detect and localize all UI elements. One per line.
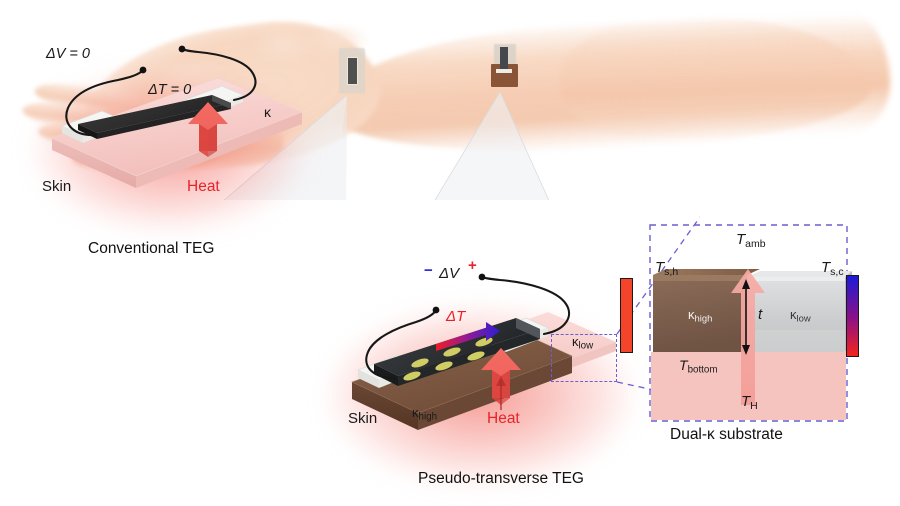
delta-t-label: ΔT [446,308,466,325]
kappa-low-symbol: κ [572,334,579,349]
kappa-high-label: κhigh [688,307,712,325]
kappa-high-symbol: κ [688,307,695,322]
t-sc-symbol: T [821,259,831,276]
panel-conventional-teg: ΔV = 0 ΔT = 0 κ Skin Heat Conventional T… [0,0,330,276]
hot-colorbar [620,278,633,353]
t-sh-symbol: T [655,259,665,276]
kappa-high-label: κhigh [412,404,437,423]
t-bottom-symbol: T [679,357,688,373]
t-bottom-subscript: bottom [687,364,718,376]
panel-pseudo-transverse-teg: ΔV − + ΔT κlow κhigh Skin Heat Pseudo-tr… [300,230,640,506]
t-h-subscript: H [750,399,758,412]
panel-caption-pseudo: Pseudo-transverse TEG [418,470,584,487]
t-amb-symbol: T [736,231,746,248]
heat-label: Heat [187,178,220,195]
patch-device-body [347,57,358,85]
delta-v-label: ΔV = 0 [46,46,90,62]
t-sc-subscript: s,c [830,265,844,278]
plus-sign-label: + [468,257,477,274]
zoom-source-box [551,334,617,382]
t-sh-subscript: s,h [664,265,679,278]
kappa-label: κ [264,104,271,120]
kappa-low-subscript: low [578,340,594,352]
minus-sign-label: − [424,262,433,279]
panel-caption-conventional: Conventional TEG [88,240,215,257]
dual-kappa-drawing [649,224,852,422]
thickness-label: t [758,306,763,323]
pseudo-teg-drawing [351,273,616,430]
kappa-low-label: κlow [790,307,811,325]
t-h-label: TH [741,393,758,412]
panel-dual-kappa-substrate: Tamb Ts,h Ts,c κhigh κlow t Tbottom TH D… [600,215,900,475]
kappa-low-symbol: κ [790,307,797,322]
t-sc-label: Ts,c [821,259,844,278]
conventional-teg-patch[interactable] [339,48,365,93]
patch-device-body [500,47,508,69]
heat-label: Heat [487,410,520,427]
kappa-high-subscript: high [694,313,713,325]
kappa-low-label: κlow [572,333,593,352]
t-amb-label: Tamb [736,231,766,250]
gradient-colorbar [846,275,859,357]
skin-label: Skin [348,410,378,427]
patch-electrode [496,69,512,73]
t-sh-label: Ts,h [655,259,678,278]
t-amb-subscript: amb [745,237,766,250]
conventional-teg-drawing [50,45,304,188]
panel-caption-dual: Dual-κ substrate [670,426,783,443]
delta-v-label: ΔV [439,265,460,282]
t-bottom-label: Tbottom [679,357,718,376]
kappa-high-subscript: high [418,411,438,423]
pseudo-transverse-teg-patch[interactable] [491,44,521,90]
skin-label: Skin [42,178,72,195]
kappa-low-subscript: low [796,313,811,325]
kappa-high-symbol: κ [412,405,419,420]
t-h-symbol: T [741,393,751,410]
delta-t-label: ΔT = 0 [148,82,192,98]
